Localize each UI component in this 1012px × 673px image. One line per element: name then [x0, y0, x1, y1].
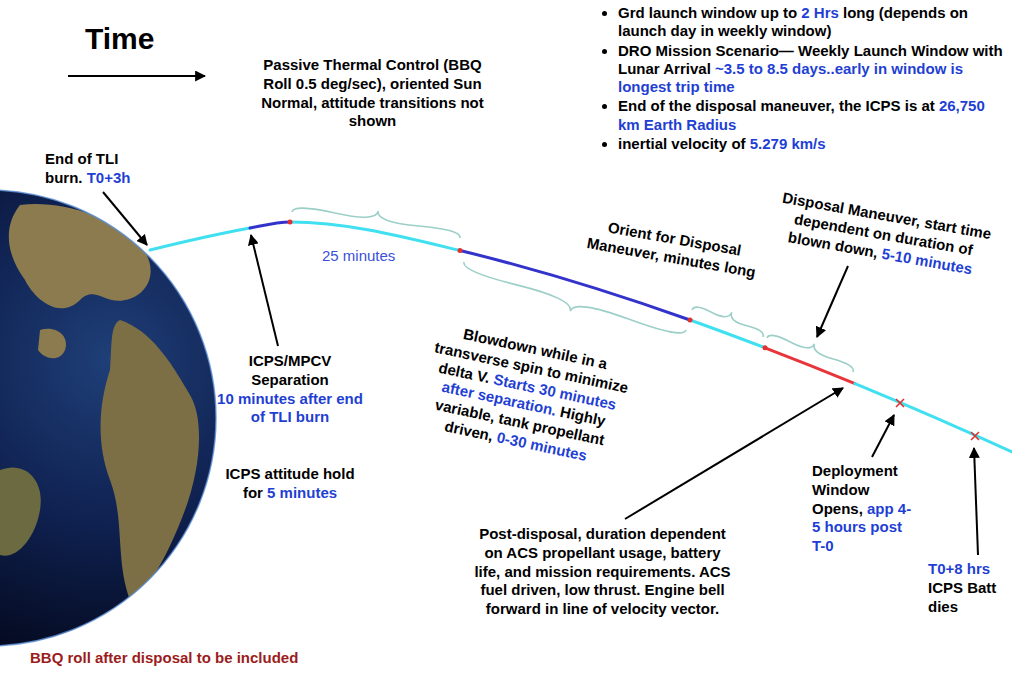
label-text: Time: [85, 22, 154, 55]
axis-title: Time: [85, 22, 215, 57]
trajectory-segment: [250, 222, 290, 228]
label-text: 5 minutes: [267, 484, 337, 501]
brace: [692, 307, 763, 337]
label-text: End of the disposal maneuver, the ICPS i…: [618, 97, 935, 114]
label-text: BBQ roll after disposal to be included: [30, 649, 298, 666]
label-text: 10 minutes after end of TLI burn: [210, 390, 370, 428]
trajectory-segment: [690, 320, 765, 348]
phase-note: Passive Thermal Control (BBQ Roll 0.5 de…: [260, 56, 485, 131]
event-tick: [763, 345, 768, 350]
label-text: T0+8 hrs: [928, 560, 1006, 579]
bullet-item: End of the disposal maneuver, the ICPS i…: [618, 97, 1006, 134]
bullet-item: DRO Mission Scenario— Weekly Launch Wind…: [618, 42, 1006, 97]
continent: [38, 329, 66, 359]
earth-globe: [0, 190, 216, 646]
continent: [101, 320, 200, 600]
leader-arrows: [68, 76, 978, 555]
time-arrow: [68, 75, 205, 77]
label-text: T0+3h: [87, 169, 131, 186]
phase-note: Disposal Maneuver, start time dependent …: [770, 188, 996, 282]
trajectory-segment: [290, 222, 460, 251]
phase-note: Post-disposal, duration dependent on ACS…: [470, 525, 735, 619]
leader-arrow: [974, 448, 978, 555]
bullet-list: Grd launch window up to 2 Hrs long (depe…: [598, 4, 1006, 154]
phase-note: Orient for Disposal Maneuver, minutes lo…: [583, 215, 762, 282]
leader-arrow: [103, 192, 147, 245]
event-callout: T0+8 hrs ICPS Batt dies: [928, 560, 1006, 616]
duration-label: 25 minutes: [322, 247, 432, 266]
trajectory-segment: [855, 384, 1012, 452]
label-text: 5.279 km/s: [750, 135, 826, 152]
label-text: Post-disposal, duration dependent on ACS…: [474, 525, 730, 617]
leader-arrow: [872, 415, 894, 457]
event-tick: [688, 318, 693, 323]
deployment-marks: [896, 399, 979, 440]
leader-arrow: [625, 388, 843, 519]
continent: [0, 467, 41, 555]
trajectory-segment: [150, 228, 250, 250]
deployment-mark: [971, 432, 979, 440]
brace: [292, 208, 460, 238]
event-callout: ICPS/MPCV Separation 10 minutes after en…: [210, 352, 370, 427]
event-tick: [458, 248, 463, 253]
leader-arrow: [817, 266, 848, 337]
bullet-item: inertial velocity of 5.279 km/s: [618, 135, 1006, 153]
continent: [9, 204, 151, 308]
brace: [767, 335, 853, 372]
event-tick: [288, 220, 293, 225]
trajectory: [150, 222, 1012, 452]
leader-arrow: [251, 235, 278, 346]
label-text: Grd launch window up to: [618, 4, 797, 21]
earth-limb: [0, 190, 216, 646]
phase-note: Blowdown while in a transverse spin to m…: [409, 318, 643, 473]
deployment-mark: [896, 399, 904, 407]
label-text: 2 Hrs: [801, 4, 839, 21]
event-callout: End of TLI burn. T0+3h: [45, 150, 155, 188]
event-callout: ICPS attitude hold for 5 minutes: [225, 465, 355, 503]
brace: [464, 262, 686, 333]
label-text: Passive Thermal Control (BBQ Roll 0.5 de…: [261, 56, 484, 129]
event-callout: Deployment Window Opens, app 4-5 hours p…: [812, 462, 912, 556]
label-text: inertial velocity of: [618, 135, 746, 152]
label-text: ICPS Batt dies: [928, 579, 996, 615]
continents: [0, 204, 199, 600]
label-text: ICPS/MPCV Separation: [249, 352, 332, 388]
label-text: 25 minutes: [322, 247, 395, 264]
trajectory-segment: [765, 348, 855, 384]
label-text: Orient for Disposal Maneuver, minutes lo…: [586, 218, 757, 280]
bullet-item: Grd launch window up to 2 Hrs long (depe…: [618, 4, 1006, 41]
footnote: BBQ roll after disposal to be included: [30, 649, 450, 668]
